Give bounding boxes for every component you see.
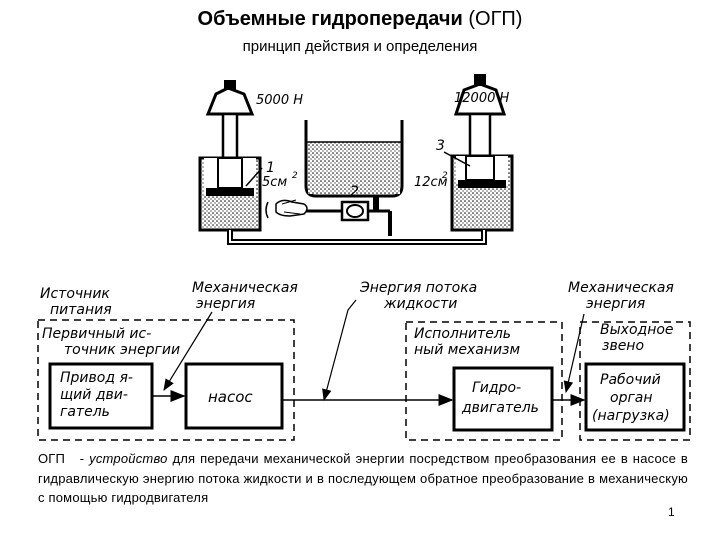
connecting-pipe: [227, 230, 487, 245]
top-label-source-1: Источник: [40, 286, 110, 302]
left-load-weight: [205, 80, 255, 116]
definition-dash: -: [79, 451, 85, 466]
pointer-fluid-energy: [322, 299, 357, 402]
page-title: Объемные гидропередачи (ОГП): [0, 8, 720, 31]
title-main: Объемные гидропередачи: [197, 8, 463, 30]
box-pump-label: насос: [208, 388, 253, 406]
top-label-mech2-1: Механическая: [568, 280, 674, 296]
group-right-1: Выходное: [600, 322, 674, 338]
page-number: 1: [668, 505, 675, 519]
pointer-mech-energy-1: [163, 311, 213, 392]
box-hydromotor: Гидро- двигатель: [452, 366, 554, 432]
top-label-mech1-1: Механическая: [192, 280, 298, 296]
group-actuator: [405, 321, 563, 441]
definition-italic: устройство: [89, 451, 168, 466]
pointer-mech-energy-2: [563, 313, 585, 394]
definition-text: для передачи механической энергии посред…: [38, 451, 689, 505]
top-label-mech2-2: энергия: [586, 296, 645, 312]
left-piston-rod: [221, 112, 239, 160]
flow-top-labels: Источник питания Механическая энергия Эн…: [40, 280, 674, 318]
group-mid-2: ный механизм: [414, 342, 520, 358]
right-area-exp: 2: [442, 171, 448, 181]
box-drive-motor: Привод я- щий дви- гатель: [48, 362, 154, 430]
box-working-organ-2: орган: [610, 390, 653, 406]
hand-icon: [265, 199, 308, 219]
left-load-label: 5000 Н: [256, 93, 303, 108]
box-hydromotor-1: Гидро-: [472, 380, 521, 396]
top-label-source-2: питания: [50, 302, 112, 318]
top-label-mech1-2: энергия: [196, 296, 255, 312]
title-abbr: (ОГП): [468, 8, 523, 30]
valve: [340, 200, 390, 222]
label-2: 2: [350, 184, 359, 200]
box-working-organ-3: (нагрузка): [592, 408, 670, 424]
left-area-label: 5см: [262, 175, 287, 190]
label-3: 3: [436, 138, 445, 154]
top-label-fluid-2: жидкости: [383, 296, 457, 312]
group-right-2: звено: [602, 338, 644, 354]
group-primary-source: [37, 319, 295, 441]
fluid-tank: [304, 120, 404, 198]
right-area-label: 12см: [414, 175, 448, 190]
box-drive-motor-3: гатель: [60, 404, 110, 420]
group-output: [579, 321, 691, 441]
box-drive-motor-2: щий дви-: [60, 387, 128, 403]
group-labels: Первичный ис- точник энергии Исполнитель…: [42, 322, 674, 358]
definition-term: ОГП: [38, 451, 66, 466]
right-load-label: 12000 Н: [454, 91, 509, 106]
group-mid-1: Исполнитель: [414, 326, 511, 342]
label-1: 1: [266, 160, 275, 176]
box-pump: насос: [184, 362, 284, 430]
box-working-organ-1: Рабочий: [600, 372, 661, 388]
leader-1: [245, 167, 263, 187]
group-left-1: Первичный ис-: [42, 326, 151, 342]
left-area-exp: 2: [292, 171, 298, 181]
page-subtitle: принцип действия и определения: [242, 38, 478, 55]
box-working-organ: Рабочий орган (нагрузка): [584, 362, 686, 432]
box-hydromotor-2: двигатель: [461, 400, 539, 416]
right-piston-rod: [468, 112, 492, 158]
top-label-fluid-1: Энергия потока: [359, 280, 477, 296]
leader-3: [443, 151, 471, 167]
box-drive-motor-1: Привод я-: [60, 370, 133, 386]
left-cylinder: [198, 156, 262, 232]
definition-paragraph: ОГП - устройство для передачи механическ…: [38, 449, 688, 508]
right-load-weight: [453, 74, 507, 116]
right-cylinder: [450, 154, 514, 232]
group-left-2: точник энергии: [64, 342, 180, 358]
